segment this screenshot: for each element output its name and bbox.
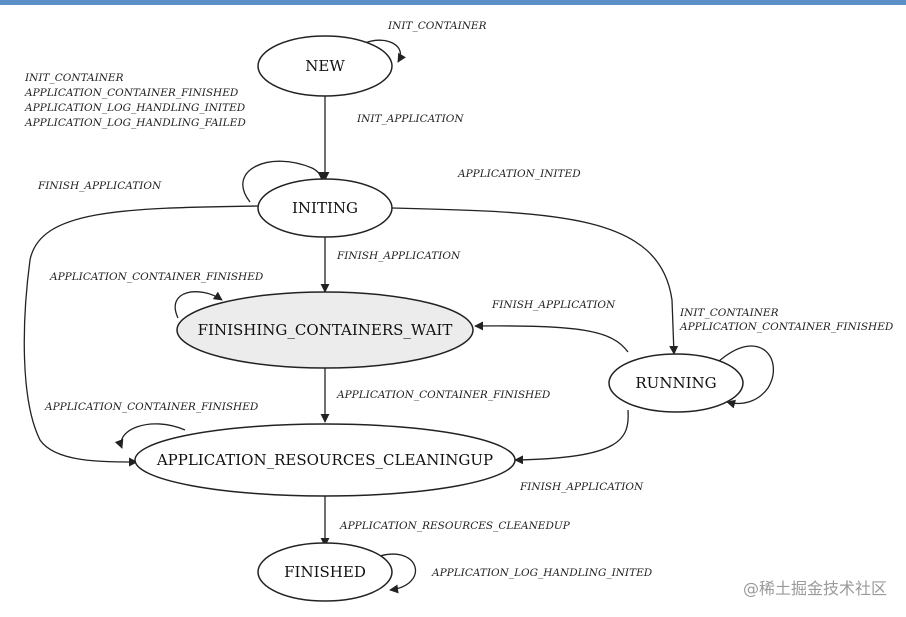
state-new: NEW [257, 35, 393, 97]
watermark: @稀土掘金技术社区 [743, 579, 887, 598]
label-running-self-2: APPLICATION_CONTAINER_FINISHED [679, 321, 894, 333]
edge-finished-self [379, 553, 417, 594]
label-cleaning-to-finished: APPLICATION_RESOURCES_CLEANEDUP [339, 520, 571, 532]
label-cleaning-self: APPLICATION_CONTAINER_FINISHED [44, 401, 259, 413]
edge-running-to-cleaning [514, 409, 629, 465]
state-initing: INITING [257, 178, 393, 238]
label-new-self: INIT_CONTAINER [387, 20, 487, 32]
label-running-to-cleaning: FINISH_APPLICATION [519, 481, 644, 493]
edge-initing-to-cleaning [23, 205, 259, 467]
label-initing-self-3: APPLICATION_LOG_HANDLING_INITED [24, 102, 246, 114]
label-initing-to-finishing: FINISH_APPLICATION [336, 250, 461, 262]
edge-initing-to-running [391, 207, 679, 355]
edge-running-to-finishing [474, 321, 629, 353]
state-initing-label: INITING [292, 199, 358, 217]
state-running: RUNNING [608, 353, 744, 413]
edge-cleaning-self [114, 423, 186, 449]
edge-finishing-self [174, 291, 223, 319]
label-running-self-1: INIT_CONTAINER [679, 307, 779, 319]
label-running-to-finishing: FINISH_APPLICATION [491, 299, 616, 311]
label-initing-self-1: INIT_CONTAINER [24, 72, 124, 84]
label-initing-self-2: APPLICATION_CONTAINER_FINISHED [24, 87, 239, 99]
state-finished-label: FINISHED [284, 563, 366, 581]
edge-new-self [364, 39, 406, 63]
state-application-resources-cleaningup: APPLICATION_RESOURCES_CLEANINGUP [134, 423, 516, 497]
state-new-label: NEW [305, 57, 345, 75]
label-initing-to-cleaning: FINISH_APPLICATION [37, 180, 162, 192]
state-cleaning-label: APPLICATION_RESOURCES_CLEANINGUP [156, 451, 493, 469]
label-initing-self-4: APPLICATION_LOG_HANDLING_FAILED [24, 117, 246, 129]
edge-running-self [717, 345, 774, 409]
label-finished-self: APPLICATION_LOG_HANDLING_INITED [431, 567, 653, 579]
state-finishing-containers-wait: FINISHING_CONTAINERS_WAIT [176, 291, 474, 369]
label-finishing-self: APPLICATION_CONTAINER_FINISHED [49, 271, 264, 283]
state-finishing-label: FINISHING_CONTAINERS_WAIT [198, 321, 453, 339]
label-new-to-initing: INIT_APPLICATION [356, 113, 464, 125]
label-finishing-to-cleaning: APPLICATION_CONTAINER_FINISHED [336, 389, 551, 401]
state-finished: FINISHED [257, 542, 393, 602]
state-running-label: RUNNING [635, 374, 716, 392]
label-initing-to-running: APPLICATION_INITED [457, 168, 581, 180]
edge-initing-self [242, 160, 327, 203]
top-accent-bar [0, 0, 906, 5]
